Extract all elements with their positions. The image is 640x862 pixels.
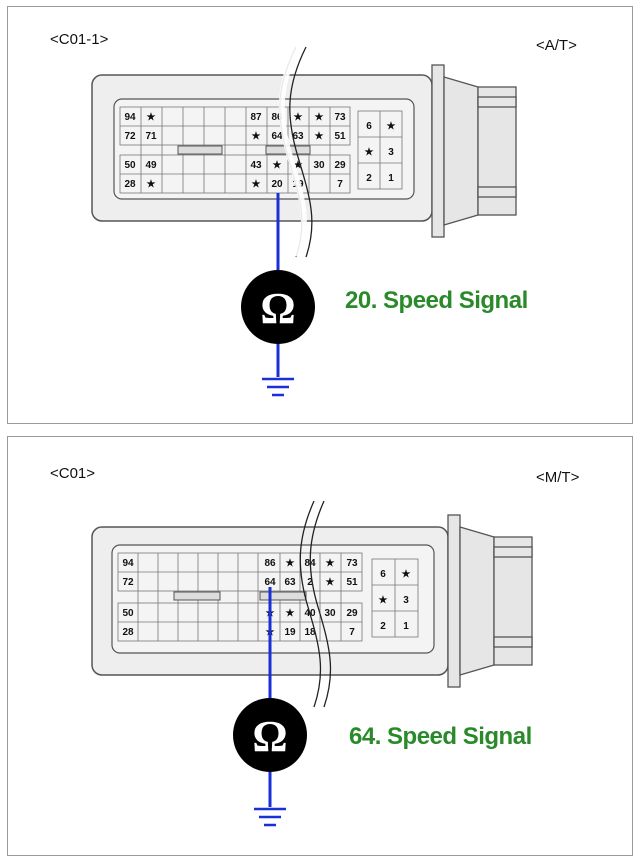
connector-diagram: 94 86 ★ 84 ★ 73 72 64 63 2 ★ 51 50 ★ ★ 4… xyxy=(91,500,533,827)
pin-grid xyxy=(117,552,363,642)
wire-break-mark xyxy=(299,500,332,708)
pin-label: 28 xyxy=(124,179,136,190)
pin-label: 73 xyxy=(334,112,346,123)
pin-label: ★ xyxy=(379,595,388,606)
pin-label: 63 xyxy=(284,577,296,588)
pin-label: 71 xyxy=(145,131,157,142)
pin-label: 2 xyxy=(307,577,313,588)
pin-label: 51 xyxy=(334,131,346,142)
pin-label: 7 xyxy=(337,179,343,190)
pin-label: 94 xyxy=(124,112,136,123)
pin-label: 1 xyxy=(388,173,394,184)
pin-label: 43 xyxy=(250,160,262,171)
pin-label: 50 xyxy=(122,608,134,619)
pin-label: ★ xyxy=(147,179,156,190)
connector-label: <C01> xyxy=(50,465,96,482)
connector-flange xyxy=(431,64,517,238)
pin-label: ★ xyxy=(273,160,282,171)
pin-label: 3 xyxy=(388,147,394,158)
pin-label: ★ xyxy=(315,131,324,142)
pin-label: ★ xyxy=(286,558,295,569)
pin-label: 19 xyxy=(284,627,296,638)
diagram-panel-mt: <C01> <M/T> xyxy=(7,436,633,856)
pin-label: 64 xyxy=(271,131,283,142)
pin-label: ★ xyxy=(315,112,324,123)
pin-label: 72 xyxy=(124,131,136,142)
pin-label: ★ xyxy=(286,608,295,619)
ohmmeter-icon: Ω xyxy=(241,270,315,344)
pin-label: 51 xyxy=(346,577,358,588)
pin-label: ★ xyxy=(402,569,411,580)
connector-flange xyxy=(447,514,533,688)
pin-label: 7 xyxy=(349,627,355,638)
ground-icon xyxy=(254,807,286,827)
pin-label: ★ xyxy=(326,577,335,588)
svg-text:Ω: Ω xyxy=(252,712,287,761)
pin-label: 2 xyxy=(366,173,372,184)
ground-icon xyxy=(262,377,294,397)
pin-label: 29 xyxy=(334,160,346,171)
pin-label-probe: 64 xyxy=(264,577,276,588)
pin-label: 6 xyxy=(366,121,372,132)
transmission-type-label: <M/T> xyxy=(536,469,580,486)
pin-label: 28 xyxy=(122,627,134,638)
signal-label: 64. Speed Signal xyxy=(349,723,532,750)
pin-label: ★ xyxy=(365,147,374,158)
pin-label: 94 xyxy=(122,558,134,569)
pin-label: 63 xyxy=(292,131,304,142)
wire-break-mark xyxy=(278,45,313,258)
connector-diagram: 94 ★ 87 86 ★ ★ 73 72 71 ★ 64 63 ★ 51 50 … xyxy=(91,45,517,397)
pin-label: 72 xyxy=(122,577,134,588)
pin-label: ★ xyxy=(387,121,396,132)
pin-label: 3 xyxy=(403,595,409,606)
signal-label: 20. Speed Signal xyxy=(345,287,528,314)
pin-label: ★ xyxy=(252,131,261,142)
pin-label: 86 xyxy=(264,558,276,569)
pin-label: ★ xyxy=(252,179,261,190)
pin-label: 73 xyxy=(346,558,358,569)
small-pin-grid xyxy=(371,558,419,638)
connector-key xyxy=(173,591,221,601)
pin-label: ★ xyxy=(326,558,335,569)
svg-text:Ω: Ω xyxy=(260,284,295,333)
pin-label: 1 xyxy=(403,621,409,632)
ohmmeter-icon: Ω xyxy=(233,698,307,772)
pin-label: 86 xyxy=(271,112,283,123)
pin-label: 50 xyxy=(124,160,136,171)
connector-key xyxy=(177,145,223,155)
diagram-panel-at: <C01-1> <A/T> xyxy=(7,6,633,424)
pin-label: 29 xyxy=(346,608,358,619)
pin-label: 87 xyxy=(250,112,262,123)
pin-label: 2 xyxy=(380,621,386,632)
pin-label: 18 xyxy=(304,627,316,638)
pin-label: 6 xyxy=(380,569,386,580)
pin-label: ★ xyxy=(147,112,156,123)
connector-key xyxy=(259,591,307,601)
pin-label: ★ xyxy=(294,112,303,123)
pin-label-probe: 20 xyxy=(271,179,283,190)
pin-label: 30 xyxy=(313,160,325,171)
small-pin-grid xyxy=(357,110,403,190)
pin-label: 49 xyxy=(145,160,157,171)
transmission-type-label: <A/T> xyxy=(536,37,577,54)
pin-label: 30 xyxy=(324,608,336,619)
pin-label: ★ xyxy=(294,160,303,171)
connector-label: <C01-1> xyxy=(50,31,109,48)
